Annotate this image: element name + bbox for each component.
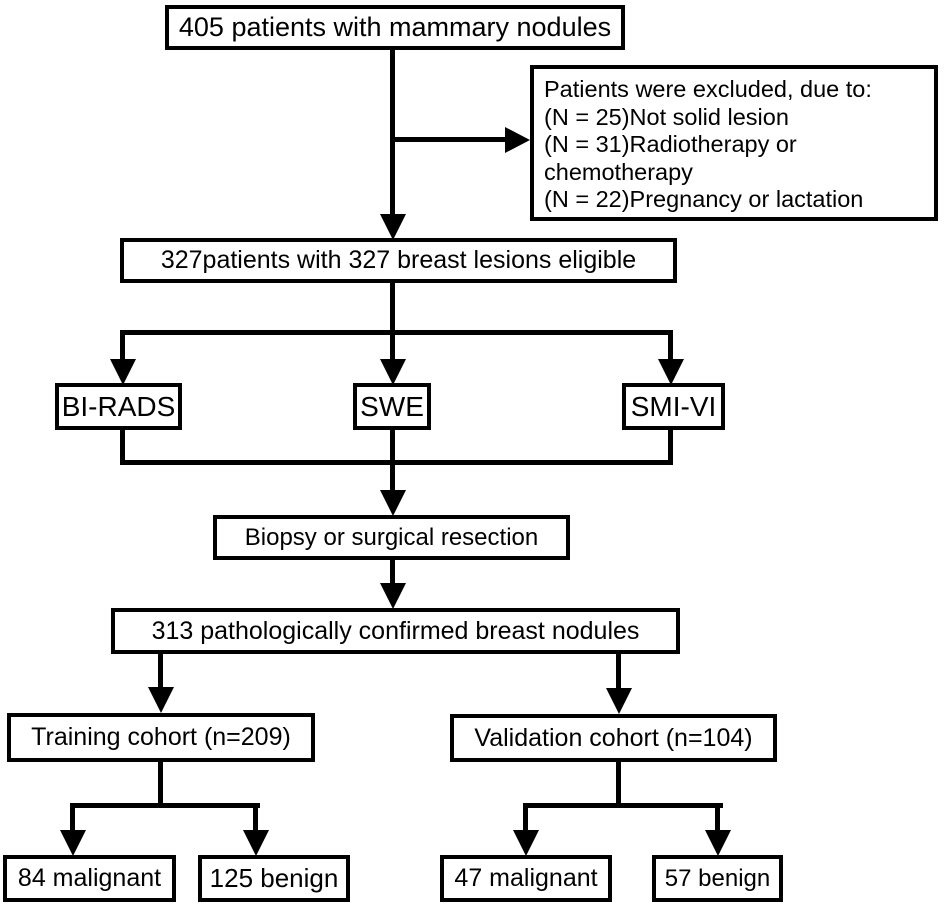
connector-validation-split-bar xyxy=(523,803,723,808)
connector-to-47-malignant xyxy=(523,803,528,834)
connector-405-to-327 xyxy=(390,48,395,215)
connector-merge-bar xyxy=(120,460,673,465)
arrow-down-icon xyxy=(380,214,406,240)
node-125-benign: 125 benign xyxy=(198,855,350,902)
arrow-down-icon xyxy=(60,830,86,856)
node-313-confirmed: 313 pathologically confirmed breast nodu… xyxy=(111,608,680,654)
connector-313-to-validation xyxy=(616,652,621,689)
arrow-down-icon xyxy=(243,830,269,856)
node-327-eligible: 327patients with 327 breast lesions elig… xyxy=(120,238,677,283)
node-47-malignant: 47 malignant xyxy=(440,855,612,902)
node-exclusion-criteria: Patients were excluded, due to: (N = 25)… xyxy=(530,65,938,221)
node-swe: SWE xyxy=(353,383,431,430)
node-405-patients: 405 patients with mammary nodules xyxy=(165,5,625,50)
connector-bi-rads-down xyxy=(120,430,125,465)
connector-smi-vi-down xyxy=(668,430,673,465)
exclusion-line: Patients were excluded, due to: xyxy=(544,76,872,102)
arrow-down-icon xyxy=(513,830,539,856)
arrow-down-icon xyxy=(705,830,731,856)
connector-313-to-training xyxy=(158,652,163,688)
connector-to-125-benign xyxy=(253,803,258,834)
exclusion-line: (N = 31)Radiotherapy or xyxy=(544,131,797,157)
connector-to-57-benign xyxy=(715,803,720,834)
arrow-down-icon xyxy=(148,687,174,713)
exclusion-line: (N = 25)Not solid lesion xyxy=(544,103,789,130)
connector-validation-stem xyxy=(616,760,621,808)
connector-split-bar xyxy=(120,330,673,335)
node-57-benign: 57 benign xyxy=(652,855,783,902)
arrow-down-icon xyxy=(658,359,684,385)
connector-327-to-split xyxy=(390,283,395,335)
node-validation-cohort: Validation cohort (n=104) xyxy=(450,714,777,762)
connector-training-stem xyxy=(158,760,163,808)
arrow-down-icon xyxy=(110,359,136,385)
arrow-right-icon xyxy=(505,127,530,153)
exclusion-line: chemotherapy xyxy=(544,158,693,185)
connector-merge-to-biopsy xyxy=(390,460,395,491)
exclusion-line: (N = 22)Pregnancy or lactation xyxy=(544,186,864,212)
node-training-cohort: Training cohort (n=209) xyxy=(7,713,315,762)
arrow-down-icon xyxy=(380,583,406,609)
node-smi-vi: SMI-VI xyxy=(622,383,725,430)
connector-to-swe xyxy=(390,335,395,360)
connector-training-split-bar xyxy=(70,803,260,808)
connector-to-bi-rads xyxy=(120,330,125,360)
node-biopsy-resection: Biopsy or surgical resection xyxy=(213,515,570,560)
connector-biopsy-to-313 xyxy=(390,558,395,584)
arrow-down-icon xyxy=(380,490,406,516)
node-84-malignant: 84 malignant xyxy=(3,855,176,902)
arrow-down-icon xyxy=(380,359,406,385)
connector-to-exclusion xyxy=(390,137,507,142)
connector-to-smi-vi xyxy=(668,330,673,360)
node-bi-rads: BI-RADS xyxy=(55,383,182,430)
arrow-down-icon xyxy=(606,688,632,714)
connector-to-84-malignant xyxy=(70,803,75,834)
connector-swe-down xyxy=(390,430,395,465)
